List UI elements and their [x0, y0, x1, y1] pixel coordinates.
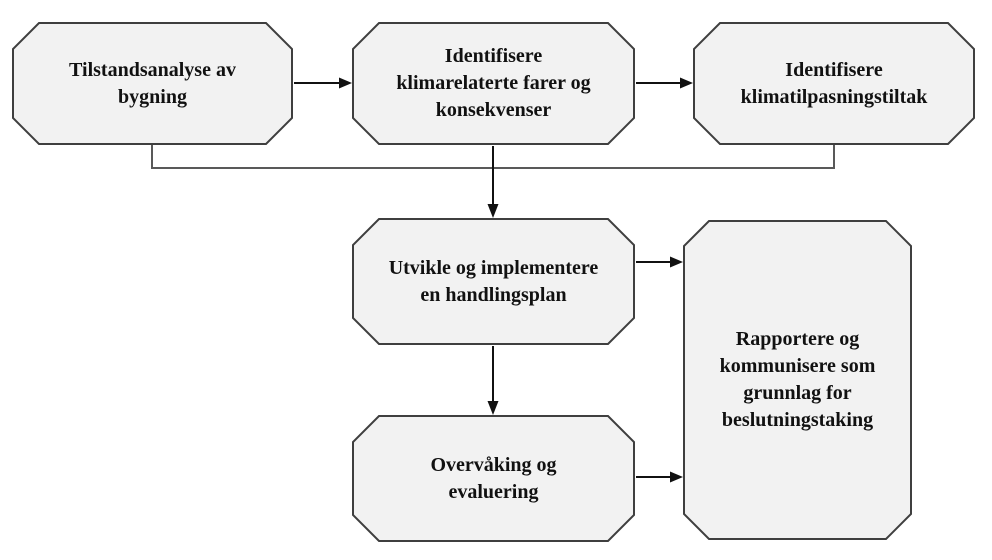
node-rapportere: Rapportere og kommunisere som grunnlag f…	[683, 220, 912, 540]
octagon-shape	[693, 22, 975, 145]
arrowhead-icon	[670, 471, 683, 483]
arrowhead-icon	[487, 401, 499, 415]
octagon-shape	[12, 22, 293, 145]
arrowhead-icon	[670, 256, 683, 268]
node-handlingsplan: Utvikle og implementere en handlingsplan	[352, 218, 635, 345]
octagon-shape	[352, 415, 635, 542]
arrowhead-icon	[487, 204, 499, 218]
node-overvaking: Overvåking og evaluering	[352, 415, 635, 542]
arrowhead-icon	[680, 77, 693, 89]
octagon-shape	[683, 220, 912, 540]
node-identifisere-tiltak: Identifisere klimatilpasningstiltak	[693, 22, 975, 145]
merge-connector-line	[151, 145, 835, 169]
node-label: Rapportere og kommunisere som grunnlag f…	[719, 328, 876, 431]
node-label: Identifisere klimatilpasningstiltak	[740, 58, 928, 108]
node-label: Utvikle og implementere en handlingsplan	[388, 256, 599, 306]
node-label: Tilstandsanalyse av bygning	[69, 58, 236, 108]
node-tilstandsanalyse: Tilstandsanalyse av bygning	[12, 22, 293, 145]
octagon-shape	[352, 22, 635, 145]
octagon-shape	[352, 218, 635, 345]
arrowhead-icon	[339, 77, 352, 89]
node-label: Overvåking og evaluering	[430, 453, 557, 503]
node-identifisere-farer: Identifisere klimarelaterte farer og kon…	[352, 22, 635, 145]
node-label: Identifisere klimarelaterte farer og kon…	[396, 45, 591, 121]
